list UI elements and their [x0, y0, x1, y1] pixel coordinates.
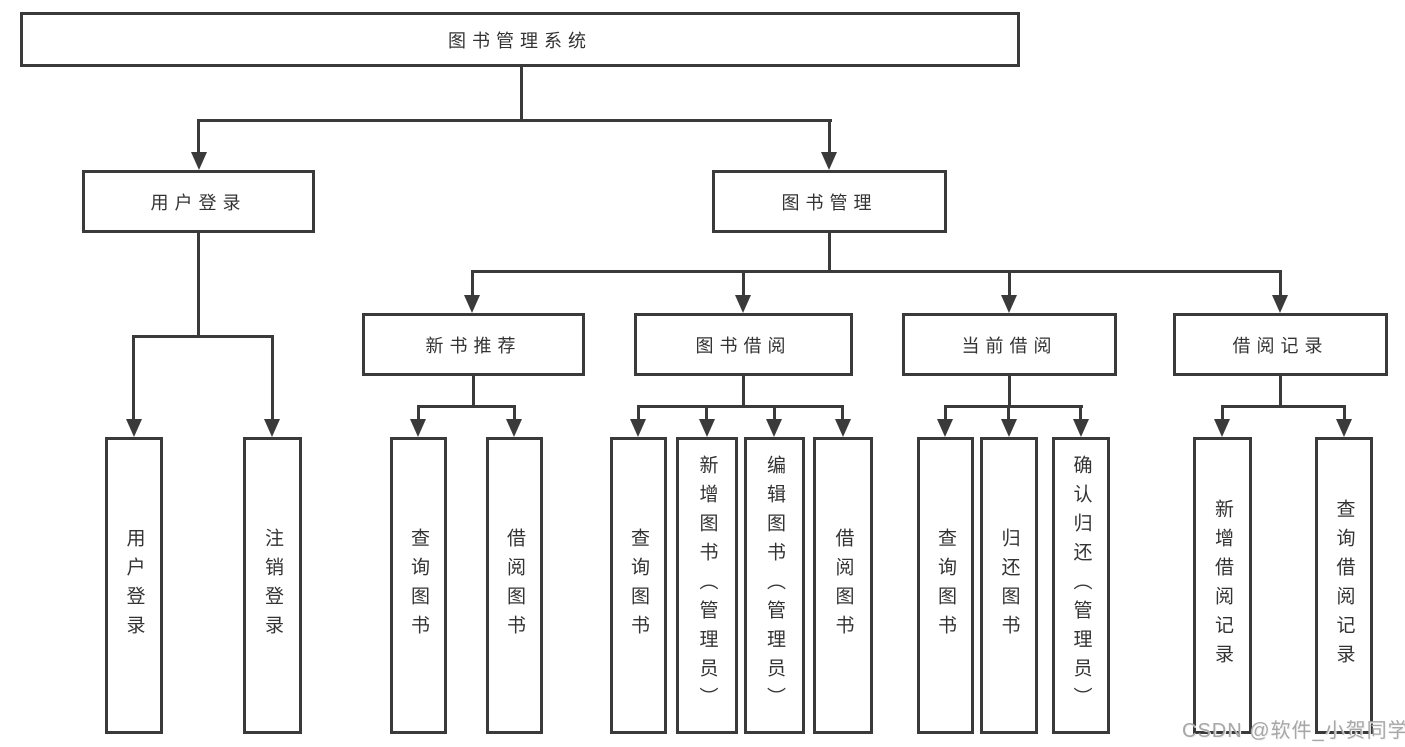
leaf-add-books-admin: 新增图书（管理员） [676, 437, 738, 734]
node-current-borrowing: 当前借阅 [902, 313, 1117, 376]
arrowhead-down-icon [191, 152, 207, 170]
arrowhead-down-icon [1001, 295, 1017, 313]
node-root: 图书管理系统 [20, 12, 1020, 67]
connector-line [841, 405, 844, 421]
connector-line [471, 270, 1281, 273]
connector-line [472, 376, 475, 407]
connector-line [1008, 376, 1011, 407]
arrowhead-down-icon [766, 419, 782, 437]
connector-line [471, 270, 474, 297]
leaf-borrow-books-recommend-label: 借阅图书 [504, 527, 525, 644]
connector-line [944, 405, 1083, 408]
arrowhead-down-icon [1272, 295, 1288, 313]
leaf-add-books-admin-label: 新增图书（管理员） [696, 455, 718, 716]
arrowhead-down-icon [937, 419, 953, 437]
connector-line [1279, 376, 1282, 407]
connector-line [197, 119, 200, 154]
connector-line [197, 233, 200, 337]
leaf-logout: 注销登录 [243, 437, 302, 734]
connector-line [742, 270, 745, 297]
leaf-query-books-borrowing: 查询图书 [610, 437, 667, 734]
connector-line [1007, 405, 1010, 421]
connector-line [1008, 270, 1011, 297]
leaf-add-borrow-record: 新增借阅记录 [1193, 437, 1252, 734]
connector-line [828, 119, 831, 154]
connector-line [742, 376, 745, 407]
node-borrowing-records-label: 借阅记录 [1232, 335, 1329, 356]
arrowhead-down-icon [735, 295, 751, 313]
leaf-borrow-books-recommend: 借阅图书 [486, 437, 543, 734]
leaf-borrow-books: 借阅图书 [813, 437, 873, 734]
leaf-user-login: 用户登录 [105, 437, 163, 734]
arrowhead-down-icon [835, 419, 851, 437]
connector-line [637, 405, 640, 421]
node-book-management: 图书管理 [712, 170, 947, 233]
leaf-query-books-current: 查询图书 [917, 437, 974, 734]
connector-line [198, 119, 832, 122]
leaf-query-books-current-label: 查询图书 [935, 527, 956, 644]
leaf-query-borrow-record: 查询借阅记录 [1315, 437, 1373, 734]
leaf-borrow-books-label: 借阅图书 [832, 527, 854, 644]
connector-line [271, 335, 274, 421]
connector-line [1343, 405, 1346, 421]
leaf-query-books-borrowing-label: 查询图书 [628, 527, 649, 644]
connector-line [1079, 405, 1082, 421]
arrowhead-down-icon [506, 419, 522, 437]
leaf-return-books: 归还图书 [980, 437, 1038, 734]
connector-line [132, 335, 135, 421]
node-root-label: 图书管理系统 [448, 30, 592, 51]
leaf-logout-label: 注销登录 [262, 527, 283, 644]
leaf-user-login-label: 用户登录 [123, 527, 145, 644]
arrowhead-down-icon [464, 295, 480, 313]
leaf-edit-books-admin: 编辑图书（管理员） [744, 437, 805, 734]
arrowhead-down-icon [699, 419, 715, 437]
connector-line [520, 67, 523, 121]
connector-line [637, 405, 844, 408]
node-user-login-label: 用户登录 [150, 192, 247, 213]
node-book-borrowing: 图书借阅 [634, 313, 853, 376]
leaf-edit-books-admin-label: 编辑图书（管理员） [764, 455, 785, 716]
leaf-query-books-recommend-label: 查询图书 [408, 527, 429, 644]
connector-line [705, 405, 708, 421]
arrowhead-down-icon [264, 419, 280, 437]
leaf-query-books-recommend: 查询图书 [390, 437, 447, 734]
connector-line [1279, 270, 1282, 297]
connector-line [417, 405, 420, 421]
watermark: CSDN @软件_小贺同学 [1182, 720, 1405, 742]
arrowhead-down-icon [1214, 419, 1230, 437]
arrowhead-down-icon [126, 419, 142, 437]
connector-line [944, 405, 947, 421]
connector-line [828, 233, 831, 272]
leaf-return-books-label: 归还图书 [998, 527, 1020, 644]
arrowhead-down-icon [1001, 419, 1017, 437]
connector-line [513, 405, 516, 421]
arrowhead-down-icon [1073, 419, 1089, 437]
leaf-query-borrow-record-label: 查询借阅记录 [1333, 498, 1355, 673]
node-borrowing-records: 借阅记录 [1173, 313, 1388, 376]
connector-line [1221, 405, 1346, 408]
node-new-book-recommend: 新书推荐 [362, 313, 585, 376]
node-book-borrowing-label: 图书借阅 [695, 335, 792, 356]
arrowhead-down-icon [1336, 419, 1352, 437]
arrowhead-down-icon [630, 419, 646, 437]
leaf-confirm-return-admin-label: 确认归还（管理员） [1070, 455, 1092, 716]
node-user-login: 用户登录 [82, 170, 315, 233]
arrowhead-down-icon [821, 152, 837, 170]
node-new-book-recommend-label: 新书推荐 [425, 335, 522, 356]
connector-line [417, 405, 516, 408]
connector-line [773, 405, 776, 421]
node-book-management-label: 图书管理 [781, 192, 878, 213]
connector-line [1221, 405, 1224, 421]
connector-line [132, 335, 273, 338]
node-current-borrowing-label: 当前借阅 [961, 335, 1058, 356]
leaf-add-borrow-record-label: 新增借阅记录 [1212, 498, 1233, 673]
arrowhead-down-icon [410, 419, 426, 437]
leaf-confirm-return-admin: 确认归还（管理员） [1052, 437, 1110, 734]
